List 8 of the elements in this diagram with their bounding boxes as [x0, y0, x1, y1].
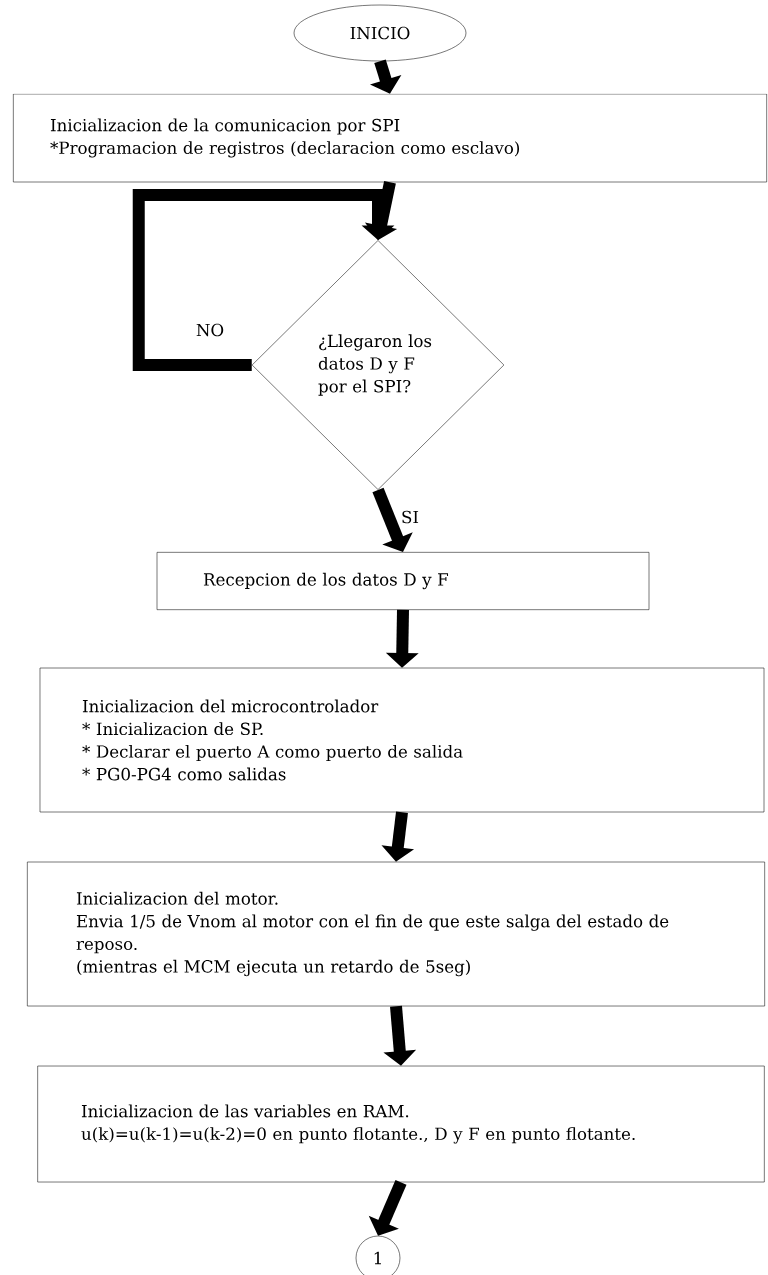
process-box: Inicializacion del microcontrolador * Inicializacion de SP. * Declarar el puerto A como puerto de salida * PG0-PG4 como salidas — [39, 667, 765, 813]
arrow — [132, 189, 395, 371]
process-box: Inicializacion de las variables en RAM. u(k)=u(k-1)=u(k-2)=0 en punto flotante., D y F en punto flotante. — [37, 1065, 765, 1183]
edge-label: NO — [194, 322, 226, 338]
process-box: Inicializacion de la comunicacion por SPI *Programacion de registros (declaracion como esclavo) — [13, 93, 767, 183]
process-box: Inicializacion del motor. Envia 1/5 de Vnom al motor con el fin de que este salga del estado de reposo. (mientras el MCM ejecuta un retardo de 5seg) — [27, 861, 765, 1007]
process-box: Recepcion de los datos D y F — [156, 552, 650, 610]
edge-label: SI — [399, 509, 421, 525]
